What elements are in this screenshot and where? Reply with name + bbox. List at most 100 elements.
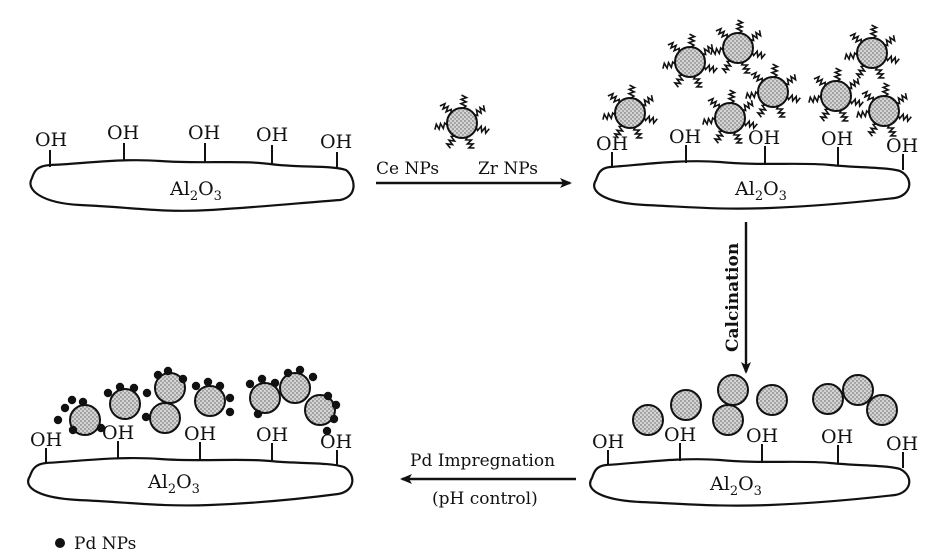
capping-ligand (464, 136, 476, 149)
capping-ligand (692, 75, 704, 88)
capping-ligand (769, 63, 780, 78)
capping-ligand (662, 60, 676, 71)
legend-pd-label: Pd NPs (74, 534, 136, 554)
pd-nanoparticle (78, 397, 88, 407)
capping-ligand (632, 126, 644, 139)
alumina-substrate (593, 160, 911, 210)
oh-label: OH (107, 122, 139, 144)
oxide-nanoparticle (194, 385, 226, 417)
oh-label: OH (596, 133, 628, 155)
pd-nanoparticle (225, 393, 235, 403)
capping-ligand (868, 24, 879, 39)
capping-ligand (808, 94, 822, 105)
alumina-substrate (27, 456, 354, 507)
capping-ligand (884, 35, 896, 47)
step-pd-impregnation: Pd Impregnation (pH control) (400, 451, 576, 509)
pd-nanoparticle (283, 368, 293, 378)
oh-label: OH (886, 135, 918, 157)
capping-ligand (742, 100, 754, 112)
alumina-label: Al2O3 (169, 178, 222, 204)
pd-nanoparticle (129, 383, 139, 393)
capping-ligand (458, 94, 469, 109)
pd-nanoparticle (142, 388, 152, 398)
pd-nanoparticle (331, 400, 341, 410)
capping-ligand (710, 46, 724, 57)
oxide-nanoparticle (674, 46, 706, 78)
capping-ligand (445, 135, 457, 149)
oh-label: OH (320, 131, 352, 153)
alumina-substrate (29, 159, 355, 212)
capping-ligand (734, 19, 745, 34)
oh-label: OH (821, 128, 853, 150)
oxide-nanoparticle (868, 95, 900, 127)
oxide-nanoparticle (866, 394, 898, 426)
oh-label: OH (256, 124, 288, 146)
capping-ligand (686, 33, 697, 48)
oxide-nanoparticle (249, 382, 281, 414)
pd-nanoparticle (163, 366, 173, 376)
pd-nanoparticle (141, 412, 151, 422)
pd-nanoparticle (115, 382, 125, 392)
capping-ligand (897, 112, 912, 124)
oh-label: OH (748, 127, 780, 149)
capping-ligand (880, 82, 891, 97)
legend: Pd NPs (55, 534, 136, 554)
capping-ligand (856, 109, 870, 120)
panel-pd-loaded: OH OH OH OH OH Al2O3 (27, 365, 354, 507)
oxide-nanoparticle (812, 383, 844, 415)
capping-ligand (667, 41, 681, 53)
capped-nanoparticles (602, 19, 912, 144)
capping-ligand (849, 97, 864, 109)
oh-label: OH (184, 423, 216, 445)
calcination-label: Calcination (723, 243, 743, 352)
pd-nanoparticle (308, 372, 318, 382)
capping-ligand (607, 92, 621, 104)
ph-control-label: (pH control) (432, 489, 538, 509)
capping-ligand (474, 105, 486, 117)
capping-ligand (751, 49, 766, 61)
capping-ligand (786, 93, 801, 105)
pd-nanoparticle (257, 374, 267, 384)
pd-nanoparticle (225, 407, 235, 417)
oh-label: OH (35, 129, 67, 151)
capping-ligand (713, 130, 725, 144)
step-ce-zr-deposition: Ce NPs Zr NPs (376, 94, 572, 188)
oxide-nanoparticle (614, 97, 646, 129)
capping-ligand (613, 125, 625, 139)
zr-nps-label: Zr NPs (478, 159, 538, 179)
capping-ligand (832, 67, 843, 82)
oxide-nanoparticle (856, 37, 888, 69)
pd-nanoparticle (191, 381, 201, 391)
alumina-label: Al2O3 (734, 178, 787, 204)
capping-ligand (775, 105, 787, 118)
capping-ligand (732, 131, 744, 144)
oxide-nanoparticle (670, 389, 702, 421)
oxide-nanoparticle (304, 394, 336, 426)
pd-nanoparticle (178, 374, 188, 384)
step-calcination: Calcination (723, 222, 751, 374)
oxide-nanoparticle (722, 32, 754, 64)
capping-ligand (434, 121, 448, 132)
alumina-label: Al2O3 (709, 473, 762, 499)
pd-nanoparticle (96, 423, 106, 433)
capping-ligand (721, 60, 733, 74)
pd-nanoparticle (103, 388, 113, 398)
pd-nanoparticle (270, 378, 280, 388)
pd-nanoparticle (295, 365, 305, 375)
pd-nanoparticle (245, 379, 255, 389)
oxide-nanoparticle (756, 384, 788, 416)
capping-ligand (855, 65, 867, 79)
panel-calcined: OH OH OH OH OH Al2O3 (589, 374, 918, 507)
oh-label: OH (592, 431, 624, 453)
oxide-nanoparticle (109, 388, 141, 420)
pd-nanoparticle (68, 425, 78, 435)
oxide-nanoparticle (446, 107, 478, 139)
pd-nanoparticle (215, 381, 225, 391)
capping-ligand (756, 104, 768, 118)
capping-ligand (740, 61, 752, 74)
capping-ligand (861, 90, 875, 102)
capping-ligand (703, 63, 718, 75)
pd-decorated-nanoparticles (53, 365, 341, 436)
capping-ligand (886, 124, 898, 137)
